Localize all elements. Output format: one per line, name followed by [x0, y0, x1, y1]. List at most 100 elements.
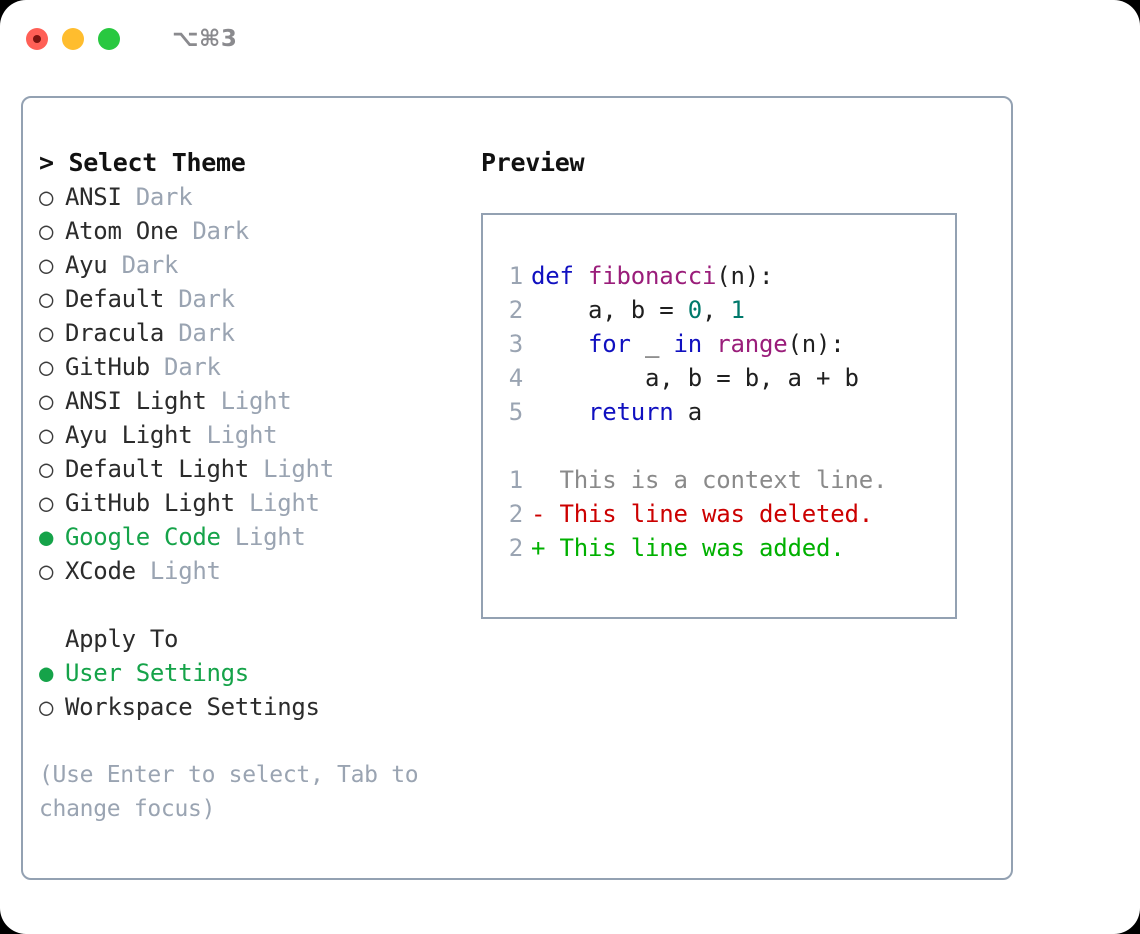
diff-line-number: 2: [508, 534, 523, 562]
theme-option-category: Dark: [164, 319, 235, 347]
radio-unselected-icon: ○: [39, 319, 54, 347]
radio-unselected-icon: ○: [39, 387, 54, 415]
theme-option-category: Light: [220, 523, 306, 551]
close-button[interactable]: [26, 28, 48, 50]
select-theme-header: > Select Theme: [39, 148, 246, 177]
theme-option-google-code[interactable]: ●Google Code Light: [39, 520, 479, 554]
theme-option-category: Light: [135, 557, 221, 585]
radio-unselected-icon: ○: [39, 183, 54, 211]
minimize-button[interactable]: [62, 28, 84, 50]
theme-option-default-light[interactable]: ○ Default Light Light: [39, 452, 479, 486]
code-token-fn: range: [716, 330, 788, 358]
main-panel: > Select Theme ○ANSI Dark○Atom One Dark○…: [21, 96, 1013, 880]
diff-sample: 1 This is a context line.2- This line wa…: [497, 463, 955, 565]
code-line-number: 4: [508, 364, 523, 392]
theme-option-category: Dark: [164, 285, 235, 313]
title-bar: ⌥⌘3: [0, 0, 1140, 78]
radio-unselected-icon: ○: [39, 285, 54, 313]
apply-option-label: User Settings: [65, 659, 249, 687]
keyboard-hint-text: (Use Enter to select, Tab to change focu…: [39, 762, 419, 822]
theme-option-label: GitHub: [65, 353, 150, 381]
code-line-number: 1: [508, 262, 523, 290]
theme-option-ayu-light[interactable]: ○ Ayu Light Light: [39, 418, 479, 452]
code-line: 4 a, b = b, a + b: [497, 361, 955, 395]
theme-option-category: Dark: [121, 183, 193, 211]
preview-title: Preview: [481, 148, 585, 177]
maximize-button[interactable]: [98, 28, 120, 50]
radio-unselected-icon: ○: [39, 217, 54, 245]
theme-selector-column: > Select Theme ○ANSI Dark○Atom One Dark○…: [39, 146, 479, 826]
diff-line-number: 2: [508, 500, 523, 528]
code-token-kw: for: [588, 330, 631, 358]
diff-line-del: 2- This line was deleted.: [497, 497, 955, 531]
theme-option-category: Dark: [149, 353, 221, 381]
radio-unselected-icon: ○: [39, 421, 54, 449]
radio-unselected-icon: ○: [39, 251, 54, 279]
code-token-num: 0: [687, 296, 702, 324]
theme-option-label: Atom One: [65, 217, 179, 245]
radio-unselected-icon: ○: [39, 455, 54, 483]
code-token-txt: [702, 330, 716, 358]
theme-option-atom-one[interactable]: ○ Atom One Dark: [39, 214, 479, 248]
radio-selected-icon: ●: [39, 659, 54, 687]
theme-option-label: Ayu: [65, 251, 108, 279]
theme-option-label: ANSI Light: [65, 387, 207, 415]
diff-marker-add: +: [531, 534, 560, 562]
theme-option-label: Ayu Light: [65, 421, 193, 449]
code-token-punc: (n):: [787, 330, 845, 358]
code-line-number: 3: [508, 330, 523, 358]
code-token-txt: a: [673, 398, 702, 426]
code-line: 5 return a: [497, 395, 955, 429]
window-shortcut-label: ⌥⌘3: [172, 26, 238, 52]
radio-unselected-icon: ○: [39, 353, 54, 381]
theme-option-category: Dark: [107, 251, 179, 279]
apply-option-user-settings[interactable]: ● User Settings: [39, 656, 479, 690]
theme-option-label: Default Light: [65, 455, 249, 483]
code-token-fn: fibonacci: [588, 262, 717, 290]
window-controls: [26, 28, 120, 50]
theme-option-ansi-light[interactable]: ○ ANSI Light Light: [39, 384, 479, 418]
theme-option-category: Light: [192, 421, 278, 449]
apply-to-list: ● User Settings ○ Workspace Settings: [39, 656, 479, 724]
theme-option-category: Dark: [178, 217, 249, 245]
code-token-txt: ,: [702, 296, 731, 324]
theme-option-label: Google Code: [65, 523, 221, 551]
theme-option-category: Light: [206, 387, 292, 415]
radio-unselected-icon: ○: [39, 489, 54, 517]
theme-option-xcode[interactable]: ○ XCode Light: [39, 554, 479, 588]
apply-option-workspace-settings[interactable]: ○ Workspace Settings: [39, 690, 479, 724]
apply-option-label: Workspace Settings: [65, 693, 320, 721]
diff-marker-ctx: [531, 466, 560, 494]
code-token-txt: [531, 398, 588, 426]
list-spacer: [39, 588, 479, 622]
code-token-kw: return: [588, 398, 674, 426]
code-token-txt: _: [630, 330, 674, 358]
theme-option-github[interactable]: ○ GitHub Dark: [39, 350, 479, 384]
theme-option-ansi[interactable]: ○ANSI Dark: [39, 180, 479, 214]
theme-list: ○ANSI Dark○Atom One Dark○Ayu Dark○Defaul…: [39, 180, 479, 588]
theme-option-default[interactable]: ○ Default Dark: [39, 282, 479, 316]
theme-option-category: Light: [248, 455, 334, 483]
diff-line-add: 2+ This line was added.: [497, 531, 955, 565]
theme-option-github-light[interactable]: ○GitHub Light Light: [39, 486, 479, 520]
code-line-number: 5: [508, 398, 523, 426]
code-token-txt: a, b = b, a + b: [531, 364, 859, 392]
diff-line-text: This is a context line.: [559, 466, 888, 494]
diff-line-number: 1: [508, 466, 523, 494]
theme-option-category: Light: [234, 489, 320, 517]
code-token-txt: [574, 262, 588, 290]
theme-option-dracula[interactable]: ○Dracula Dark: [39, 316, 479, 350]
code-token-punc: (n):: [716, 262, 774, 290]
theme-option-ayu[interactable]: ○ Ayu Dark: [39, 248, 479, 282]
code-token-txt: [531, 330, 588, 358]
apply-to-header: Apply To: [65, 625, 179, 653]
code-token-txt: a, b =: [531, 296, 688, 324]
radio-unselected-icon: ○: [39, 557, 54, 585]
radio-unselected-icon: ○: [39, 693, 54, 721]
diff-line-ctx: 1 This is a context line.: [497, 463, 955, 497]
code-token-kw: in: [673, 330, 703, 358]
theme-option-label: Default: [65, 285, 165, 313]
theme-option-label: XCode: [65, 557, 136, 585]
